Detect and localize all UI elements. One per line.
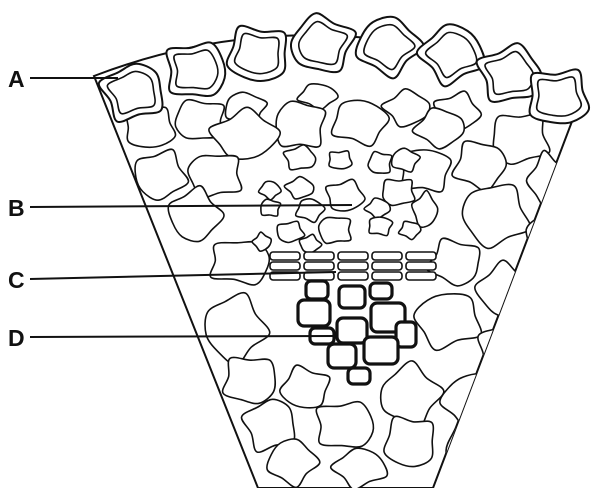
label-c: C	[8, 267, 25, 293]
epidermis-cell	[227, 26, 286, 81]
label-d-pointer	[30, 336, 336, 337]
ground-cell	[319, 217, 351, 243]
ground-cell	[369, 217, 393, 236]
ground-cell	[276, 101, 326, 147]
ground-cell	[223, 357, 276, 403]
ground-cell	[329, 151, 352, 169]
ground-cell	[261, 199, 281, 216]
label-a: A	[8, 66, 25, 92]
ground-cell	[384, 416, 433, 466]
ground-cell	[383, 179, 415, 205]
ground-cell	[316, 402, 373, 447]
epidermis-cell	[166, 42, 225, 96]
ground-cell	[368, 151, 392, 173]
epidermis-cell	[530, 69, 590, 123]
layer-c-cells	[270, 252, 436, 280]
label-b: B	[8, 195, 25, 221]
ground-cell	[526, 216, 562, 266]
label-d: D	[8, 325, 25, 351]
